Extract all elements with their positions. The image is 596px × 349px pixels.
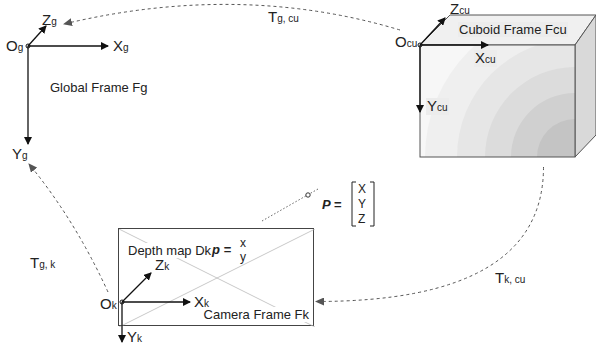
axis-label: Zg <box>42 12 57 29</box>
projection-ray <box>262 189 318 221</box>
vector-name: p = <box>212 242 231 257</box>
axis-label: Xg <box>113 38 129 55</box>
axis-label: Yg <box>12 146 28 163</box>
cuboid-box: Cuboid Frame Fcu <box>415 0 596 165</box>
transform-label: Tg, k <box>30 255 55 272</box>
axis-label: Zk <box>154 257 170 274</box>
axis-arrow <box>28 26 46 46</box>
vector-bracket <box>352 182 374 226</box>
frame-name: Global Frame Fg <box>50 80 148 95</box>
transform-arc <box>316 167 544 302</box>
vector-component: Z <box>358 212 365 226</box>
axis-label: Zcu <box>450 1 470 18</box>
transform-arc <box>29 164 108 292</box>
vector-name: P = <box>322 197 341 212</box>
point-marker <box>306 193 310 197</box>
origin-label: Ocu <box>395 34 417 51</box>
axis-label: Xcu <box>474 50 497 67</box>
transform-arc <box>64 4 400 30</box>
transform-label: Tg, cu <box>268 9 299 26</box>
vector-component: X <box>358 182 366 196</box>
axis-label: Ycu <box>426 98 449 115</box>
axis-label: Yk <box>127 329 142 346</box>
vector-component: y <box>240 250 246 264</box>
frame-name: Cuboid Frame Fcu <box>458 22 568 37</box>
axis-label: Xk <box>194 294 209 311</box>
vector-component: x <box>240 236 246 250</box>
axis-arrow <box>28 45 108 46</box>
origin-label: Og <box>6 38 23 55</box>
frame-name: Camera Frame Fk <box>203 307 310 322</box>
transform-label: Tk, cu <box>494 270 526 287</box>
vector-component: Y <box>358 197 366 211</box>
origin-label: Ok <box>100 296 117 313</box>
axis-arrow <box>27 46 28 144</box>
map-title: Depth map Dk <box>127 243 212 258</box>
